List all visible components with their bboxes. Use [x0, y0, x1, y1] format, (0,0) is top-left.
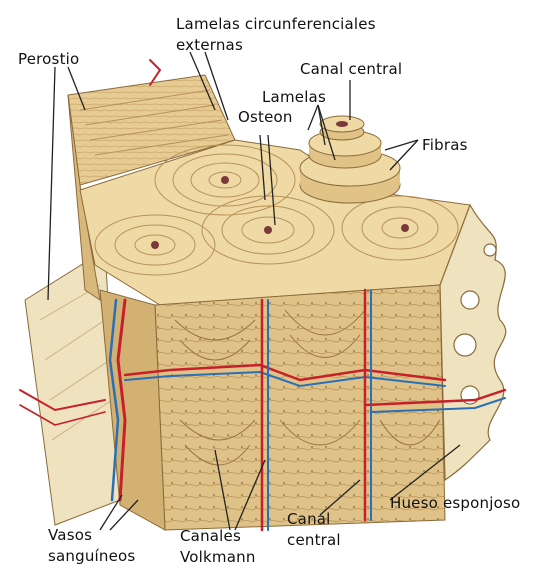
label-canales: Canales: [180, 527, 241, 545]
label-lamelas-externas: externas: [176, 36, 243, 54]
osteon-lamellae-tower: [300, 116, 400, 203]
label-volkmann: Volkmann: [180, 548, 256, 566]
label-osteon: Osteon: [238, 108, 293, 126]
label-hueso-esponjoso: Hueso esponjoso: [390, 494, 520, 512]
label-canal: Canal: [287, 510, 331, 528]
label-lamelas-circunferenciales: Lamelas circunferenciales: [176, 15, 376, 33]
label-lamelas: Lamelas: [262, 88, 326, 106]
label-central: central: [287, 531, 341, 549]
label-sanguineos: sanguíneos: [48, 547, 135, 565]
label-canal-central-top: Canal central: [300, 60, 402, 78]
label-fibras: Fibras: [422, 136, 468, 154]
label-vasos: Vasos: [48, 526, 92, 544]
label-periostio: Perostio: [18, 50, 79, 68]
